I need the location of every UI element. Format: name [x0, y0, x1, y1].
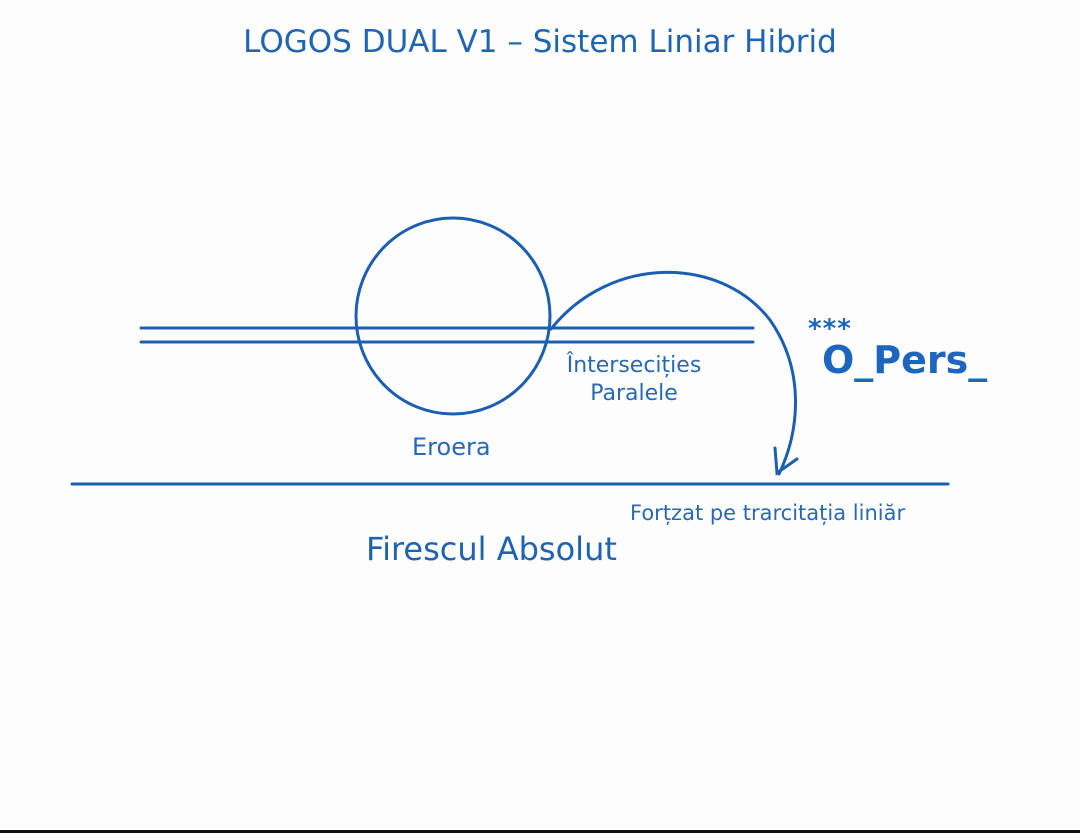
circle-label: Eroera — [412, 433, 491, 461]
intersections-label-line2: Paralele — [590, 381, 678, 406]
intersections-label-line1: Întersecițies — [566, 353, 702, 378]
persona-label: O_Pers_ — [822, 338, 988, 382]
arrowhead-icon — [773, 446, 799, 476]
forced-trajectory-label: Forțzat pe trarcitația liniăr — [630, 501, 906, 525]
persona-stars: *** — [808, 314, 852, 344]
eroera-circle — [354, 216, 552, 416]
intersections-label: Întersecițies Paralele — [548, 352, 720, 408]
base-line-label: Firescul Absolut — [366, 530, 617, 568]
curved-arrow-path — [549, 270, 797, 476]
diagram-title: LOGOS DUAL V1 – Sistem Liniar Hibrid — [243, 24, 837, 60]
bottom-edge-bar — [0, 830, 1080, 833]
